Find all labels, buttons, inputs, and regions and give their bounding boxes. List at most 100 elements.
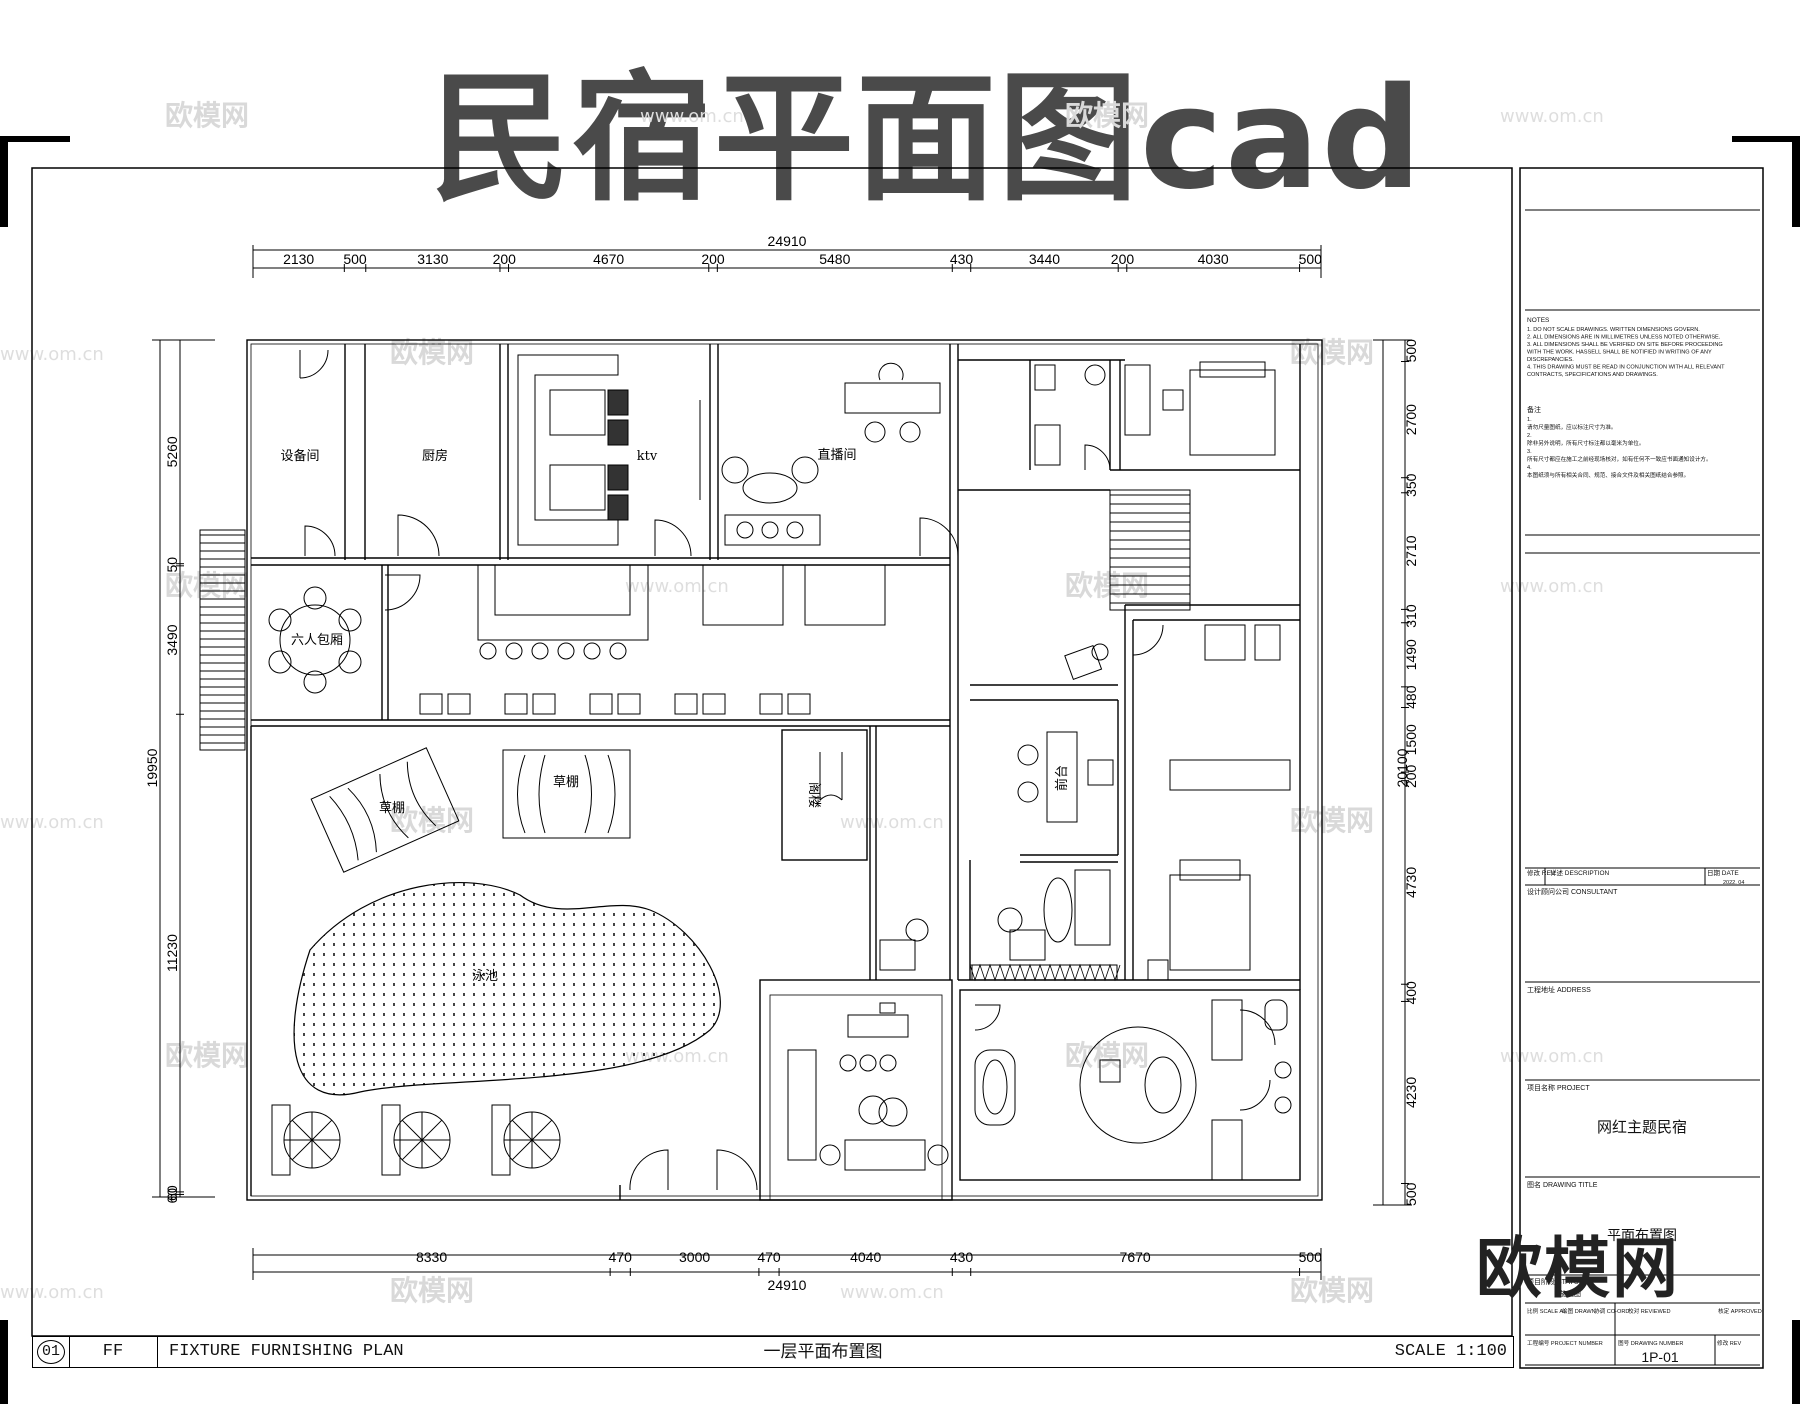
notes-header: NOTES bbox=[1527, 317, 1550, 324]
tb-scale-cell: 核定 APPROVED bbox=[1718, 1307, 1762, 1315]
watermark-logo: 欧模网 bbox=[1290, 1274, 1374, 1307]
room-label-lawn-2: 草棚 bbox=[553, 775, 579, 790]
tb-drawing-number: 1P-01 bbox=[1641, 1349, 1679, 1365]
note-line: DISCREPANCIES. bbox=[1527, 357, 1574, 363]
watermark-logo: 欧模网 bbox=[390, 1274, 474, 1307]
bottom-dimension-segment-label: 4040 bbox=[850, 1249, 881, 1265]
note-cn-line: 请勿尺量图纸，应以标注尺寸为准。 bbox=[1527, 423, 1617, 431]
watermark-url: www.om.cn bbox=[840, 812, 944, 833]
right-wing-furniture bbox=[787, 361, 1292, 1181]
note-line: 2. ALL DIMENSIONS ARE IN MILLIMETRES UNL… bbox=[1527, 335, 1721, 341]
title-block-frame bbox=[1519, 167, 1764, 1369]
left-dimension-segment-label: 3490 bbox=[164, 624, 180, 655]
right-dimension-segment-label: 4230 bbox=[1403, 1077, 1419, 1108]
hatch-strips bbox=[969, 963, 1121, 982]
watermark-url: www.om.cn bbox=[1500, 106, 1604, 127]
bottom-dimension-segment-label: 3000 bbox=[679, 1249, 710, 1265]
watermark-logo: 欧模网 bbox=[1290, 336, 1374, 369]
sheet-index: 01 bbox=[33, 1337, 70, 1367]
right-dimension-segment-label: 480 bbox=[1403, 685, 1419, 709]
tb-number-cell: 修改 REV bbox=[1717, 1339, 1742, 1347]
watermark-logo: 欧模网 bbox=[165, 1039, 249, 1072]
bar-counter bbox=[419, 564, 886, 715]
notes-cn-list: 1.请勿尺量图纸，应以标注尺寸为准。2.除非另外说明，所有尺寸标注都以毫米为单位… bbox=[1527, 417, 1712, 479]
top-total-dimension: 24910 bbox=[768, 233, 807, 249]
sheet-code: FF bbox=[69, 1337, 158, 1367]
tb-scale-cell: 协调 CO-ORD bbox=[1594, 1307, 1629, 1315]
lawn-canopies bbox=[310, 747, 631, 873]
right-total-dimension: 20100 bbox=[1394, 748, 1410, 787]
top-dimension-segment-label: 2130 bbox=[283, 251, 314, 267]
corner-mark-tr bbox=[1732, 136, 1800, 227]
right-dimension-segment-label: 4730 bbox=[1403, 867, 1419, 898]
right-dimension-segment-label: 1490 bbox=[1403, 639, 1419, 670]
right-dimension-segment-label: 2700 bbox=[1403, 404, 1419, 435]
note-cn-line: 本图纸须与所有相关合同、规范、接合文件及相关图纸结合参照。 bbox=[1527, 471, 1689, 479]
note-cn-line: 2. bbox=[1527, 433, 1532, 439]
tb-drawing-title: 平面布置图 bbox=[1607, 1227, 1677, 1243]
bottom-dimension-segment-label: 8330 bbox=[416, 1249, 447, 1265]
walls bbox=[246, 339, 1323, 1201]
sheet-name: FIXTURE FURNISHING PLAN bbox=[169, 1342, 404, 1361]
tb-project-label: 项目名称 PROJECT bbox=[1527, 1083, 1590, 1092]
bottom-dimension-segment-label: 470 bbox=[609, 1249, 633, 1265]
watermark-url: www.om.cn bbox=[0, 812, 104, 833]
room-label-pool: 泳池 bbox=[472, 969, 498, 984]
right-dimension-segment-label: 500 bbox=[1403, 1182, 1419, 1206]
watermark-logo: 欧模网 bbox=[390, 336, 474, 369]
note-cn-line: 4. bbox=[1527, 465, 1532, 471]
tb-description-label: 详述 DESCRIPTION bbox=[1550, 868, 1610, 877]
top-dimension-segment-label: 5480 bbox=[819, 251, 850, 267]
room-label-live: 直播间 bbox=[817, 448, 856, 463]
note-cn-line: 3. bbox=[1527, 449, 1532, 455]
notes-cn-header: 备注 bbox=[1527, 405, 1541, 414]
tb-date: 2022. 04 bbox=[1723, 880, 1744, 886]
room-label-lawn-1: 草棚 bbox=[379, 801, 405, 816]
top-dimension-segment-label: 500 bbox=[1299, 251, 1323, 267]
tb-number-cell: 工程编号 PROJECT NUMBER bbox=[1527, 1339, 1603, 1347]
sheet-scale: SCALE 1:100 bbox=[1394, 1342, 1507, 1361]
six-room-table bbox=[268, 586, 362, 694]
right-dimension-labels: 5002700350271031014904801500200473040042… bbox=[1403, 339, 1419, 1206]
doors bbox=[299, 349, 1276, 1191]
note-line: CONTRACTS, SPECIFICATIONS AND DRAWINGS. bbox=[1527, 372, 1658, 378]
bottom-total-dimension: 24910 bbox=[768, 1277, 807, 1293]
watermark-url: www.om.cn bbox=[0, 1282, 104, 1303]
right-dimension-segment-label: 400 bbox=[1403, 981, 1419, 1005]
tb-date-label: 日期 DATE bbox=[1707, 869, 1739, 877]
live-studio-furniture bbox=[721, 362, 941, 546]
note-line: 3. ALL DIMENSIONS SHALL BE VERIFIED ON S… bbox=[1527, 342, 1723, 348]
top-dimension-segment-label: 200 bbox=[493, 251, 517, 267]
top-dimension-segment-label: 200 bbox=[1111, 251, 1135, 267]
right-dimension-segment-label: 350 bbox=[1403, 473, 1419, 497]
watermark-layer: 欧模网 www.om.cn 欧模网 www.om.cn 欧模网 欧模网 www.… bbox=[0, 99, 1604, 1307]
watermark-url: www.om.cn bbox=[1500, 576, 1604, 597]
exterior-stair bbox=[199, 529, 246, 751]
watermark-url: www.om.cn bbox=[1500, 1046, 1604, 1067]
bottom-dimension-chain bbox=[252, 1248, 1322, 1280]
right-dimension-segment-label: 2710 bbox=[1403, 535, 1419, 566]
top-dimension-segment-label: 3130 bbox=[417, 251, 448, 267]
room-label-equipment: 设备间 bbox=[280, 448, 319, 464]
tb-project-name: 网红主题民宿 bbox=[1597, 1119, 1687, 1136]
swimming-pool bbox=[293, 881, 721, 1096]
watermark-logo: 欧模网 bbox=[165, 569, 249, 602]
umbrellas bbox=[271, 1104, 561, 1176]
bottom-dimension-segment-label: 430 bbox=[950, 1249, 974, 1265]
watermark-logo: 欧模网 bbox=[1065, 99, 1149, 132]
top-dimension-segment-label: 430 bbox=[950, 251, 974, 267]
top-dimension-segment-label: 4030 bbox=[1198, 251, 1229, 267]
tb-drawing-title-label: 图名 DRAWING TITLE bbox=[1527, 1180, 1598, 1189]
sheet-cn-name: 一层平面布置图 bbox=[763, 1342, 883, 1362]
room-label-kitchen: 厨房 bbox=[422, 448, 448, 464]
tb-consultant-label: 设计顾问公司 CONSULTANT bbox=[1527, 887, 1618, 896]
watermark-url: www.om.cn bbox=[0, 344, 104, 365]
right-dimension-segment-label: 310 bbox=[1403, 604, 1419, 628]
sheet-index-circle: 01 bbox=[37, 1340, 65, 1364]
note-cn-line: 1. bbox=[1527, 417, 1532, 423]
corner-mark-br bbox=[1782, 1320, 1800, 1404]
right-dimension-segment-label: 500 bbox=[1403, 339, 1419, 363]
room-label-six-room: 六人包厢 bbox=[291, 633, 343, 648]
left-dimension-segment-label: 60 bbox=[164, 1185, 180, 1201]
